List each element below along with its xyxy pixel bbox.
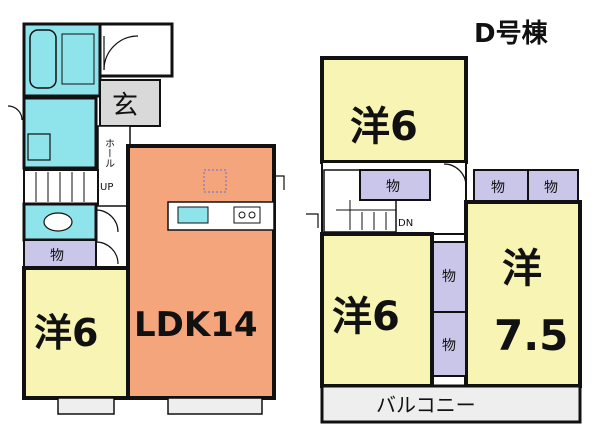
bathtub-icon bbox=[29, 29, 57, 89]
balcony-label: バルコニー bbox=[376, 393, 476, 417]
storage-2f-a-label: 物 bbox=[386, 179, 400, 195]
storage-2f-c-label: 物 bbox=[544, 180, 558, 196]
window-1f-left bbox=[57, 397, 115, 415]
stair-steps-2f bbox=[336, 200, 396, 230]
window-ldk bbox=[167, 397, 263, 415]
western-room-2f-left-label: 洋6 bbox=[332, 294, 400, 340]
storage-2f-b-label: 物 bbox=[491, 180, 505, 196]
up-label: UP bbox=[100, 182, 113, 193]
storage-2f-d-label: 物 bbox=[442, 269, 456, 285]
entrance bbox=[99, 79, 161, 127]
western-room-2f-right-yo: 洋 bbox=[502, 246, 542, 292]
building-title: D号棟 bbox=[474, 19, 549, 49]
storage-2f-e-label: 物 bbox=[442, 338, 456, 354]
side-door-swing bbox=[7, 105, 23, 121]
toilet-icon bbox=[43, 212, 73, 232]
staircase-1f bbox=[23, 169, 99, 205]
hall-label: ホール bbox=[103, 138, 115, 168]
storage-2f-a bbox=[359, 169, 431, 201]
second-floor: D号棟 洋6 DN 物 物 物 洋 7.5 物 物 洋6 bbox=[306, 19, 582, 424]
western-room-2f-top-label: 洋6 bbox=[350, 104, 418, 150]
ldk-label: LDK14 bbox=[134, 305, 258, 345]
entrance-step bbox=[98, 22, 174, 78]
entrance-label: 玄 bbox=[112, 91, 138, 121]
balcony bbox=[320, 384, 582, 424]
washbasin-icon bbox=[27, 133, 51, 161]
western-room-2f-right-size: 7.5 bbox=[494, 311, 568, 360]
western-room-2f-left bbox=[320, 232, 434, 388]
first-floor: 玄 ホール UP 物 洋6 bbox=[7, 22, 285, 415]
dn-label: DN bbox=[398, 218, 413, 229]
ldk-room bbox=[126, 144, 276, 400]
shower-area bbox=[61, 33, 95, 85]
stove-icon bbox=[233, 206, 261, 224]
storage-2f-b bbox=[473, 169, 529, 203]
western-room-1f-label: 洋6 bbox=[34, 311, 98, 355]
stair-steps bbox=[35, 172, 85, 202]
storage-1f-label: 物 bbox=[50, 248, 64, 264]
sink-icon bbox=[177, 206, 209, 224]
storage-2f-c bbox=[527, 169, 579, 203]
fridge-space bbox=[203, 169, 227, 193]
